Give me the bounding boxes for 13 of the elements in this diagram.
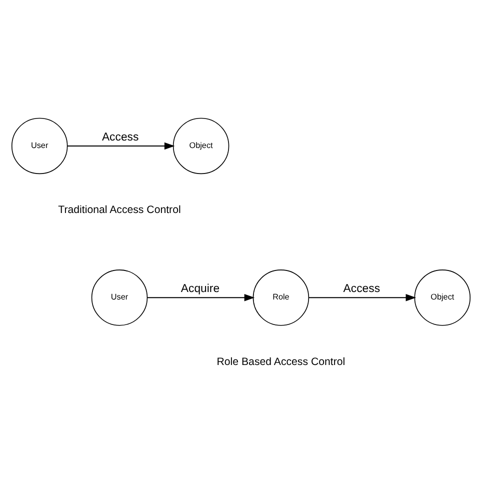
arrow xyxy=(67,142,175,150)
arrow xyxy=(147,294,255,301)
label: Traditional Access Control xyxy=(58,204,181,216)
node-circle: User xyxy=(91,269,148,326)
edge-label: Access xyxy=(343,282,380,295)
node-circle: Object xyxy=(414,269,471,326)
arrow xyxy=(308,294,416,301)
label: Role Based Access Control xyxy=(216,355,346,368)
node-circle: Object xyxy=(172,117,230,174)
node-circle: Role xyxy=(252,269,310,326)
edge-label: Access xyxy=(102,130,139,143)
node-circle: User xyxy=(11,117,68,174)
edge-label: Acquire xyxy=(180,282,220,295)
